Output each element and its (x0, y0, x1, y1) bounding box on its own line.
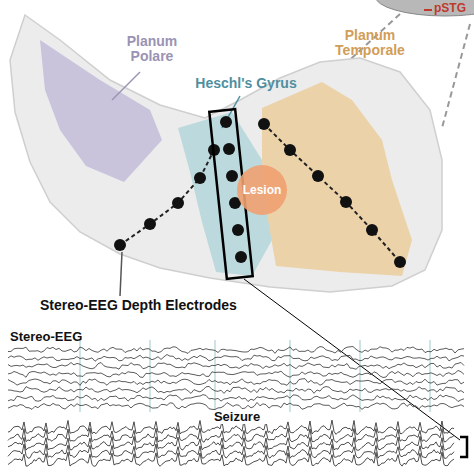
electrode-contact (312, 170, 324, 182)
electrode-shaft (120, 150, 214, 245)
trace-label: Stereo-EEG (10, 330, 130, 344)
eeg-trace (8, 355, 464, 362)
temporal-plane (10, 15, 442, 292)
projection-line (442, 24, 470, 128)
region-label: Planum Temporale (322, 28, 418, 59)
seizure-trace (8, 452, 454, 466)
eeg-trace (8, 370, 464, 377)
electrode-contact (340, 196, 352, 208)
electrode-label: Stereo-EEG Depth Electrodes (40, 298, 260, 313)
eeg-trace (8, 386, 464, 393)
time-marker (290, 340, 291, 412)
electrode-contact (258, 118, 270, 130)
time-marker (360, 340, 361, 412)
lesion-fill (237, 165, 287, 215)
time-marker (430, 340, 431, 412)
leader-line (112, 72, 140, 100)
electrode-contact (226, 170, 238, 182)
leader-line (424, 9, 432, 11)
eeg-trace (8, 347, 464, 354)
electrode-contact (232, 224, 244, 236)
brain-surface (375, 0, 474, 16)
eeg-trace (8, 362, 464, 369)
electrode-contact (172, 197, 184, 209)
region-label: Heschl's Gyrus (186, 76, 306, 91)
electrodes (114, 116, 406, 268)
seizure-trace (8, 436, 454, 450)
scale-bracket (460, 437, 467, 457)
leader-line (120, 252, 122, 296)
region-label: Planum Polare (112, 34, 192, 65)
lesion-circle: Lesion (237, 165, 287, 215)
trace-label: Seizure (205, 410, 269, 424)
electrode-contact (223, 143, 235, 155)
time-marker (150, 340, 151, 412)
eeg-trace (8, 395, 464, 402)
electrode-contact (394, 256, 406, 268)
electrode-contact (144, 218, 156, 230)
electrode-contact (284, 144, 296, 156)
electrode-contact (114, 239, 126, 251)
eeg-trace (8, 402, 464, 409)
planum-temporale-region (262, 82, 412, 276)
eeg-trace (8, 379, 464, 386)
lesion-label: Lesion (243, 183, 282, 197)
electrode-contact (220, 116, 232, 128)
seizure-trace (8, 444, 454, 458)
eeg-traces (8, 340, 464, 466)
electrode-contact (235, 251, 247, 263)
seizure-trace (8, 428, 454, 442)
region-label: pSTG (434, 2, 470, 15)
electrode-contact (366, 224, 378, 236)
electrode-contact (194, 172, 206, 184)
